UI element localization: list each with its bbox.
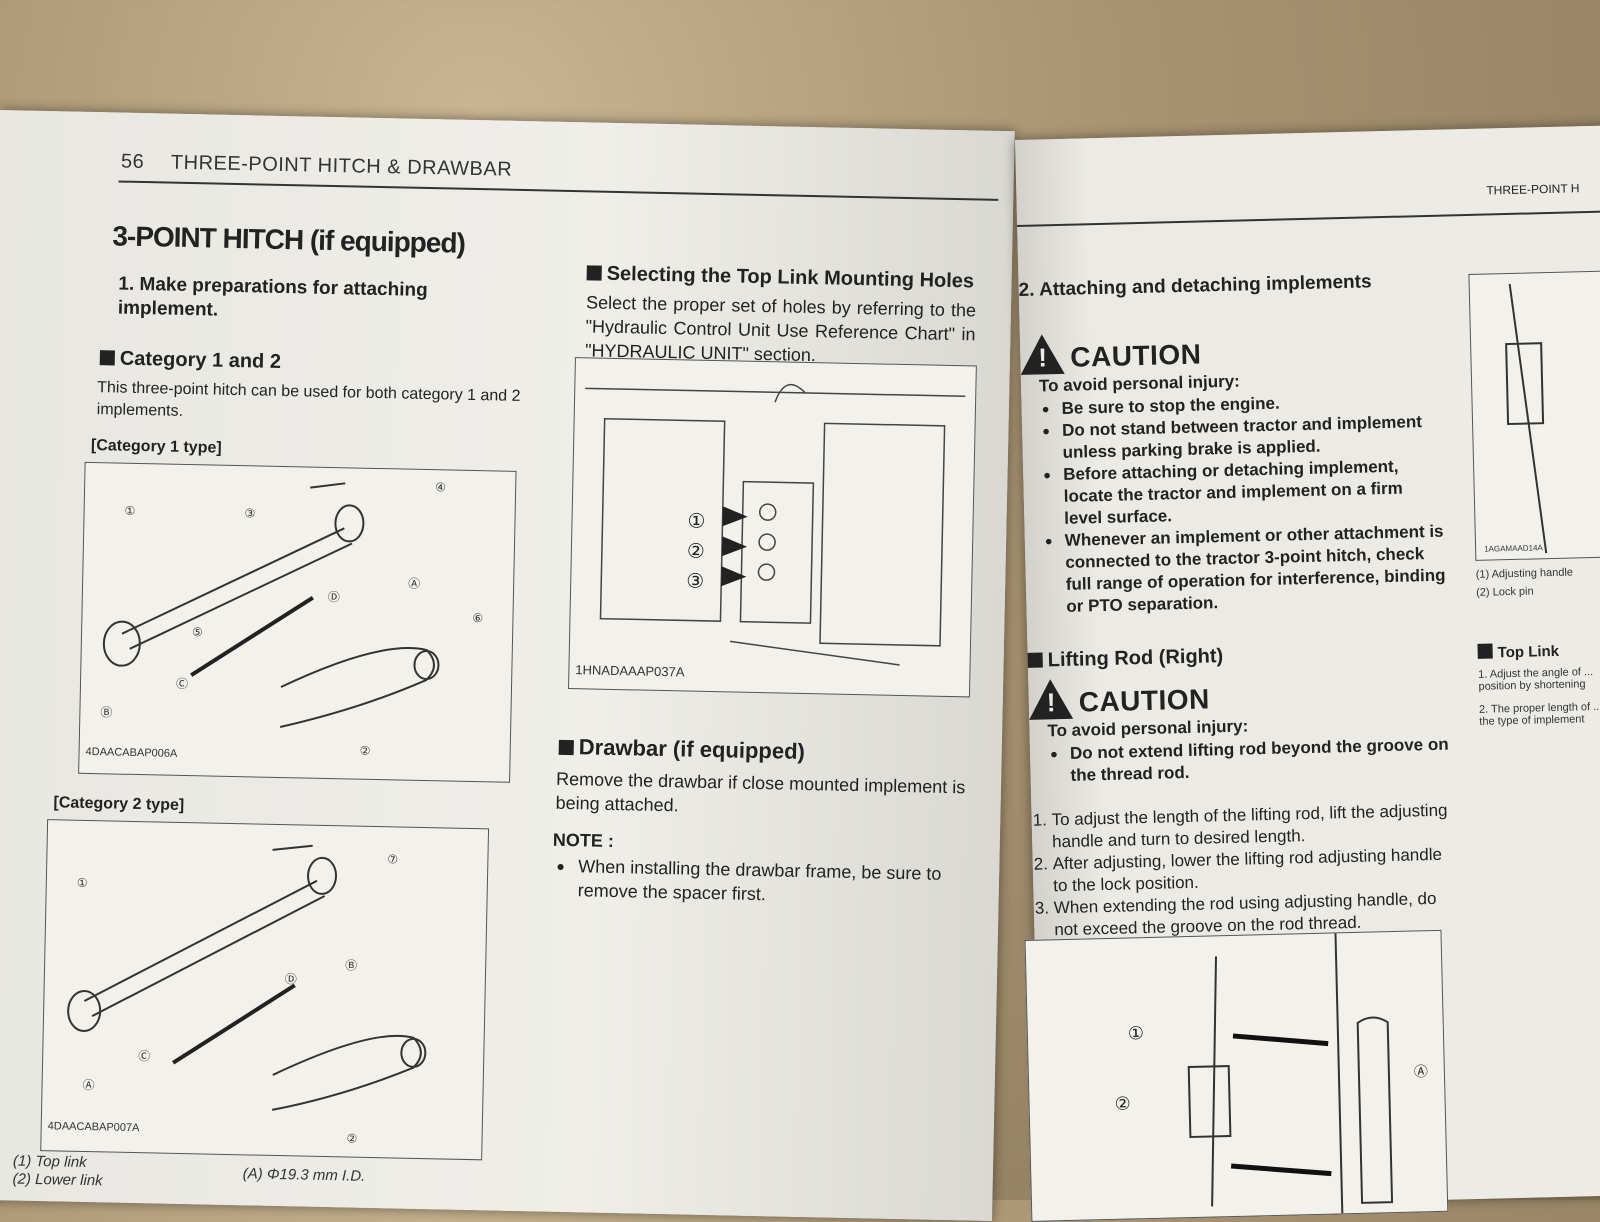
callout-2: ②: [359, 743, 371, 758]
lifting-rod-diagram: [1187, 933, 1394, 1214]
callout-6: ⑥: [472, 611, 484, 626]
callout-1b: ①: [76, 875, 88, 891]
right-header-rule: [1017, 210, 1600, 227]
figure-top-link-side: 1AGAMAAD14A: [1468, 270, 1600, 561]
drawbar-heading: Drawbar (if equipped): [559, 734, 806, 765]
warning-triangle-icon: !: [1019, 333, 1065, 375]
caution-1-title: CAUTION: [1069, 338, 1202, 373]
callout-a: Ⓐ: [408, 576, 421, 591]
running-head: THREE-POINT HITCH & DRAWBAR: [170, 151, 513, 181]
callout-rod-a: Ⓐ: [1413, 1063, 1429, 1080]
figure-mounting-holes: ① ② ③ 1HNADAAAP037A: [567, 357, 977, 698]
callout-7: ⑦: [387, 852, 399, 867]
caution-2-list: Do not extend lifting rod beyond the gro…: [1048, 734, 1451, 788]
step-1: 1. Make preparations for attaching imple…: [117, 273, 428, 321]
callout-bb: Ⓑ: [345, 958, 358, 973]
left-page: 56 THREE-POINT HITCH & DRAWBAR 3-POINT H…: [0, 110, 1015, 1222]
fig2-label: [Category 2 type]: [53, 794, 185, 815]
side-toplink-item-1: 1. Adjust the angle of ... position by s…: [1478, 666, 1594, 693]
top-link-side-diagram: [1505, 283, 1548, 554]
callout-ab: Ⓐ: [82, 1077, 95, 1093]
right-page: THREE-POINT H 2. Attaching and detaching…: [1015, 125, 1600, 1222]
fig1-code: 4DAACABAP006A: [85, 745, 178, 760]
callout-hole-2: ②: [686, 540, 706, 563]
callout-hole-3: ③: [686, 570, 705, 593]
side-caption-1: (1) Adjusting handle: [1475, 566, 1574, 581]
callout-3: ③: [244, 506, 256, 521]
callout-rod-1: ①: [1127, 1023, 1145, 1044]
lifting-steps: To adjust the length of the lifting rod,…: [1031, 800, 1454, 942]
page-number: 56: [120, 150, 145, 174]
caution-box-2: ! CAUTION To avoid personal injury: Do n…: [1028, 670, 1451, 788]
side-caption-2: (2) Lock pin: [1476, 585, 1534, 599]
callout-cb: Ⓒ: [138, 1049, 151, 1064]
toplink-heading: Selecting the Top Link Mounting Holes: [586, 262, 974, 293]
figure-category-2: ① ⑦ Ⓑ Ⓓ Ⓒ Ⓐ ② 4DAACABAP007A: [40, 819, 490, 1161]
category-text: This three-point hitch can be used for b…: [96, 379, 521, 420]
caution-box-1: ! CAUTION To avoid personal injury: Be s…: [1019, 325, 1447, 619]
caution-1-list: Be sure to stop the engine. Do not stand…: [1039, 389, 1446, 619]
caution-2-item: Do not extend lifting rod beyond the gro…: [1048, 734, 1451, 788]
callout-c: Ⓒ: [175, 676, 189, 692]
category-heading: Category 1 and 2: [100, 347, 282, 374]
arrow-c-d-2: [172, 983, 296, 1065]
caution-1-item: Whenever an implement or other attachmen…: [1043, 521, 1447, 619]
note-text: ● When installing the drawbar frame, be …: [556, 854, 989, 911]
callout-hole-1: ①: [687, 510, 706, 533]
header-rule: [118, 180, 999, 201]
figure-lifting-rod: ① ② Ⓐ: [1024, 929, 1449, 1222]
callout-rod-2: ②: [1114, 1093, 1131, 1114]
side-fig-code: 1AGAMAAD14A: [1484, 543, 1543, 554]
caption-lower-link: (2) Lower link: [12, 1170, 103, 1190]
figure-category-1: ① ③ ④ ⑤ ⑥ ② Ⓐ Ⓑ Ⓒ Ⓓ 4DAACABAP006A: [78, 461, 517, 783]
side-toplink-heading: Top Link: [1477, 642, 1559, 662]
drawbar-text: Remove the drawbar if close mounted impl…: [555, 768, 966, 816]
callout-2b: ②: [346, 1131, 358, 1146]
caption-id: (A) Φ19.3 mm I.D.: [242, 1165, 366, 1185]
hitch-diagram-1: [102, 482, 440, 728]
side-toplink-item-2: 2. The proper length of ... the type of …: [1478, 700, 1600, 728]
right-running-head: THREE-POINT H: [1486, 181, 1580, 198]
fig2-code: 4DAACABAP007A: [47, 1120, 140, 1135]
fig1-label: [Category 1 type]: [90, 436, 222, 457]
lifting-rod-heading: Lifting Rod (Right): [1027, 645, 1223, 673]
fig3-code: 1HNADAAAP037A: [575, 662, 685, 680]
callout-5: ⑤: [191, 625, 204, 640]
arrow-c-d: [190, 595, 314, 677]
caption-top-link: (1) Top link: [12, 1152, 87, 1172]
note-bullet: ●: [556, 857, 565, 874]
callout-db: Ⓓ: [284, 972, 298, 987]
callout-b: Ⓑ: [100, 705, 113, 720]
caution-1-item: Before attaching or detaching implement,…: [1041, 455, 1444, 531]
hitch-diagram-2: [67, 844, 427, 1111]
section-title: 3-POINT HITCH (if equipped): [112, 220, 466, 259]
callout-4: ④: [435, 480, 447, 495]
tractor-rear-diagram: [585, 383, 966, 666]
callout-1: ①: [124, 503, 136, 518]
step-2: 2. Attaching and detaching implements: [1018, 271, 1372, 301]
warning-triangle-icon: !: [1028, 678, 1074, 720]
note-label: NOTE :: [552, 829, 615, 852]
caution-2-title: CAUTION: [1078, 683, 1211, 718]
callout-d: Ⓓ: [327, 589, 341, 605]
